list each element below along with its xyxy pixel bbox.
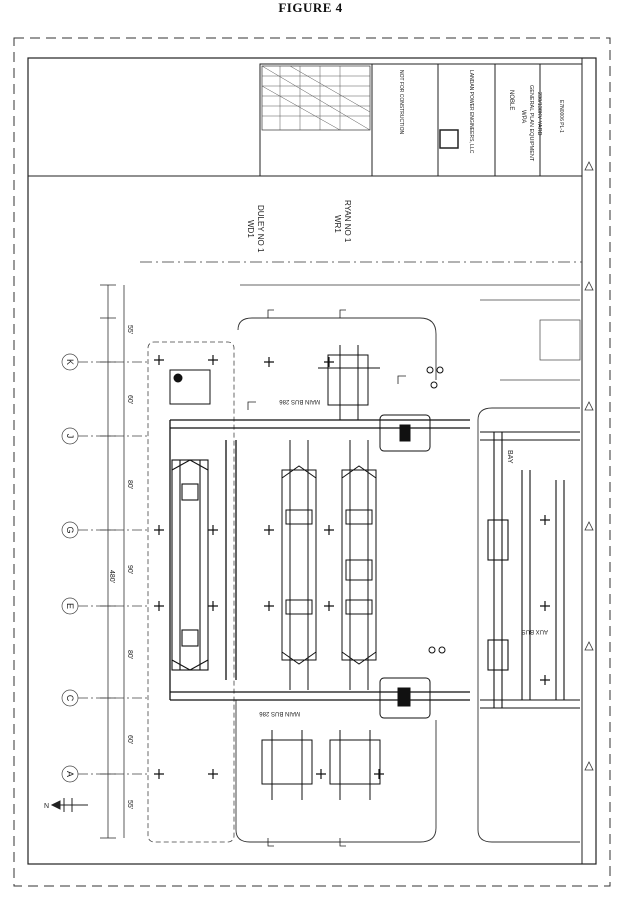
title-project: WPA [520, 110, 526, 123]
left-rack [171, 459, 209, 671]
row-label-g: G [65, 526, 75, 533]
line-ryan: RYAN NO 1 [343, 200, 352, 243]
title-yard: 230/138KV YARD [536, 92, 542, 136]
main-bus [169, 419, 470, 701]
title-block: NOT FOR CONSTRUCTION LANDAN POWER ENGINE… [259, 63, 583, 177]
line-duley: DULEY NO 1 [256, 205, 265, 253]
title-client: NOBLE [508, 90, 514, 110]
row-label-a: A [65, 771, 75, 777]
title-drawing-no: E7N0006 PL-1 [558, 100, 564, 133]
row-label-k: K [65, 359, 75, 365]
bottom-equipment [261, 646, 446, 800]
dim-5: 60' [126, 735, 133, 744]
revision-markers [584, 161, 594, 771]
title-stamp: NOT FOR CONSTRUCTION [398, 70, 404, 134]
breaker-bays [281, 440, 377, 690]
north-label: N [44, 803, 49, 810]
bay-label: BAY [506, 450, 513, 464]
figure-title: FIGURE 4 [278, 0, 343, 15]
line-duley-code: WD1 [246, 220, 255, 238]
dim-4: 80' [126, 650, 133, 659]
aux-bus [480, 431, 580, 709]
row-label-c: C [65, 695, 75, 702]
sheet-frame [27, 57, 597, 865]
dim-3: 90' [126, 565, 133, 574]
row-grid [61, 353, 150, 783]
outer-border [13, 37, 611, 887]
dim-overall: 480' [108, 570, 115, 583]
title-drawing: GENERAL PLAN EQUIPMENT [528, 85, 534, 162]
north-arrow [50, 798, 88, 812]
title-company: LANDAN POWER ENGINEERS, LLC [468, 70, 474, 154]
main-bus-north-label: MAIN BUS 286 [279, 398, 320, 404]
row-label-j: J [65, 434, 75, 439]
pedestal-marks [154, 355, 550, 779]
aux-bus-label: AUX BUS [522, 628, 548, 634]
dim-1: 60' [126, 395, 133, 404]
dimension-chain [100, 284, 125, 839]
dim-6: 55' [126, 800, 133, 809]
dim-0: 55' [126, 325, 133, 334]
top-equipment [169, 345, 444, 452]
main-bus-south-label: MAIN BUS 286 [259, 710, 300, 716]
line-ryan-code: WR1 [333, 215, 342, 233]
dim-2: 80' [126, 480, 133, 489]
row-label-e: E [65, 603, 75, 609]
